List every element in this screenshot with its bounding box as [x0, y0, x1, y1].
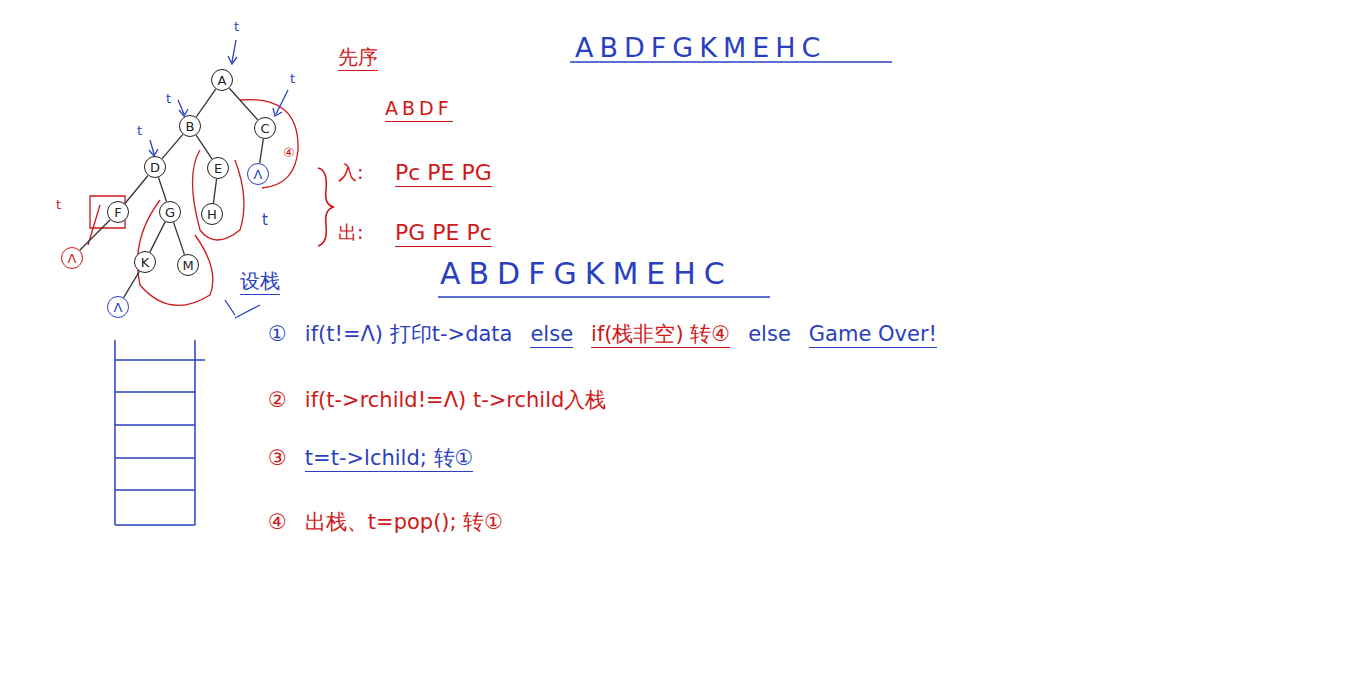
tree-edge [158, 177, 166, 201]
annotation-text: ABDFGKMEHC [440, 257, 733, 292]
tree-node: K [134, 251, 156, 273]
annotation-text: ABDFGKMEHC [575, 32, 826, 63]
tree-node: B [179, 115, 201, 137]
algorithm-step-text: else [530, 322, 573, 348]
annotation-text: t [137, 124, 142, 139]
annotation-text: t [56, 198, 61, 213]
annotation-text: 设栈 [240, 270, 280, 295]
algorithm-step-text: 出栈、t=pop(); 转① [305, 510, 503, 534]
tree-node: Λ [247, 163, 269, 185]
node-label: Λ [254, 168, 263, 181]
annotation-text: ④ [283, 146, 295, 161]
annotation-text: 先序 [338, 46, 378, 71]
node-label: H [207, 208, 217, 221]
tree-node: C [254, 117, 276, 139]
tree-node: H [201, 203, 223, 225]
tree-node: M [177, 254, 199, 276]
underline [438, 62, 892, 297]
tree-edge [124, 271, 140, 297]
algorithm-step-text: else [748, 322, 791, 346]
algorithm-step-text: ④ [268, 510, 287, 534]
algorithm-step-text: Game Over! [809, 322, 937, 348]
node-label: Λ [114, 301, 123, 314]
algorithm-step-text: ③ [268, 446, 287, 470]
step-row: ④ 出栈、t=pop(); 转① [268, 510, 503, 534]
tree-node: Λ [107, 296, 129, 318]
algorithm-step-text: if(栈非空) 转④ [591, 322, 730, 348]
algorithm-step-text: t=t->lchild; 转① [305, 446, 474, 472]
tree-node: A [211, 69, 233, 91]
algorithm-step-text: ① [268, 322, 287, 346]
tree-edge [150, 222, 165, 252]
node-label: D [150, 161, 160, 174]
annotation-text: ABDF [385, 98, 453, 122]
tree-node: F [107, 201, 129, 223]
stack-drawing [115, 340, 205, 525]
brace [318, 168, 334, 246]
node-label: K [141, 256, 150, 269]
tree-edge [174, 222, 185, 254]
tree-edge [229, 88, 257, 120]
tree-node: E [207, 157, 229, 179]
algorithm-step-text: ② [268, 388, 287, 412]
tree-edge [260, 139, 264, 163]
annotation-text: t [290, 72, 295, 87]
tree-edge [196, 89, 215, 117]
annotation-text: t [166, 92, 171, 107]
node-label: M [182, 259, 193, 272]
annotation-text: 出: [338, 222, 363, 244]
step-row: ① if(t!=Λ) 打印t->data else if(栈非空) 转④ else Gam… [268, 322, 937, 348]
node-label: G [165, 206, 175, 219]
trace-curve [88, 100, 298, 306]
annotation-text: t [234, 20, 239, 35]
node-label: A [218, 74, 227, 87]
tree-edge [162, 134, 183, 158]
annotation-text: PG PE Pc [395, 220, 492, 247]
step-row: ③ t=t->lchild; 转① [268, 446, 473, 472]
annotation-text: t [262, 212, 268, 229]
algorithm-step-text: if(t->rchild!=Λ) t->rchild入栈 [305, 388, 607, 412]
algorithm-step-text: if(t!=Λ) 打印t->data [305, 322, 513, 346]
node-label: E [214, 162, 222, 175]
trace-arrow [149, 40, 288, 318]
tree-edge [196, 135, 212, 159]
tree-edge [80, 220, 110, 250]
node-label: C [260, 122, 269, 135]
tree-node: Λ [61, 247, 83, 269]
tree-edge [213, 179, 216, 203]
annotation-text: Pc PE PG [395, 160, 492, 187]
tree-node: D [144, 156, 166, 178]
node-label: Λ [68, 252, 77, 265]
node-label: B [186, 120, 195, 133]
node-label: F [114, 206, 121, 219]
step-row: ② if(t->rchild!=Λ) t->rchild入栈 [268, 388, 606, 412]
annotation-text: 入: [338, 162, 363, 184]
tree-edge [125, 175, 148, 203]
tree-node: G [159, 201, 181, 223]
